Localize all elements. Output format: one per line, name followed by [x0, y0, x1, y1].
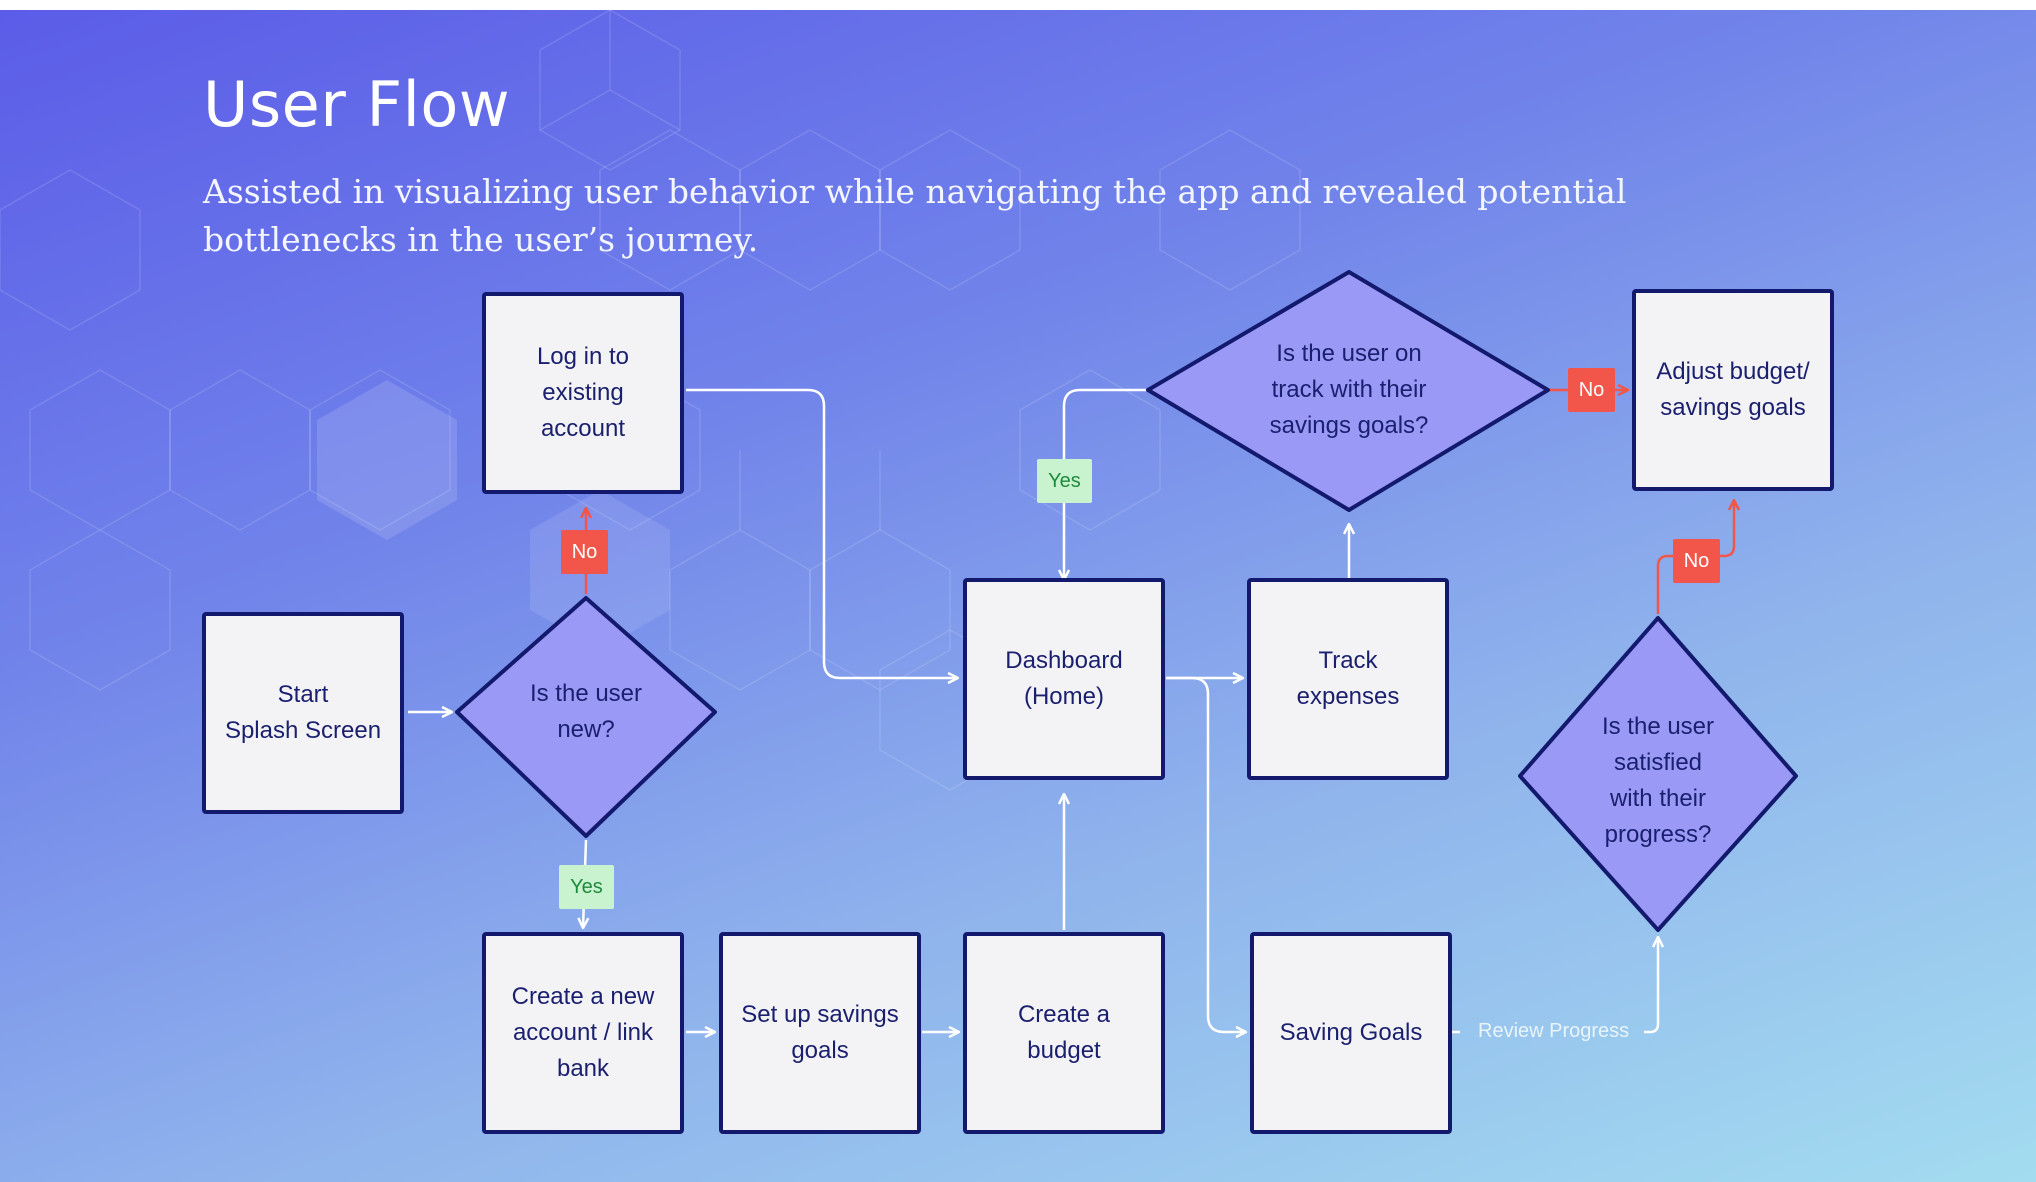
node-dashboard-label: Dashboard (Home) [1005, 647, 1123, 710]
flow-connectors [408, 270, 1798, 1182]
badge-no-adjust: No [1568, 368, 1615, 412]
node-start-splash-screen: Start Splash Screen [202, 612, 404, 814]
node-adjust-budget-label: Adjust budget/ savings goals [1656, 358, 1810, 421]
edge-login-to-dashboard [686, 388, 958, 678]
node-dashboard: Dashboard (Home) [963, 578, 1165, 780]
node-login-label: Log in to existing account [536, 343, 630, 442]
badge-yes-create-account: Yes [559, 865, 614, 909]
node-track-expenses-label: Track expenses [1296, 647, 1400, 710]
edge-on-track-yes-to-dashboard [1064, 388, 1146, 580]
node-start-label: Start Splash Screen [224, 681, 382, 744]
node-saving-goals: Saving Goals [1250, 932, 1452, 1134]
node-create-budget: Create a budget [963, 932, 1165, 1134]
decision-on-track-shape [1146, 270, 1550, 512]
edge-label-review-progress: Review Progress [1478, 1020, 1630, 1042]
edge-dashboard-to-saving-goals [1166, 676, 1246, 1032]
node-track-expenses: Track expenses [1247, 578, 1449, 780]
node-set-savings-goals-label: Set up savings goals [741, 1001, 899, 1064]
page-title: User Flow [203, 68, 511, 141]
node-create-budget-label: Create a budget [1017, 1001, 1111, 1064]
badge-no-login: No [561, 530, 608, 574]
node-login: Log in to existing account [482, 292, 684, 494]
node-create-account: Create a new account / link bank [482, 932, 684, 1134]
decision-is-new-label: Is the user new? [529, 680, 643, 743]
node-saving-goals-label: Saving Goals [1279, 1019, 1423, 1046]
edge-saving-goals-review-to-satisfied [1452, 937, 1658, 1034]
decision-is-new-shape [455, 596, 717, 838]
user-flow-canvas: User Flow Assisted in visualizing user b… [0, 10, 2036, 1182]
node-set-savings-goals: Set up savings goals [719, 932, 921, 1134]
decision-satisfied-label: Is the user satisfied with their progres… [1601, 713, 1715, 848]
badge-yes-dashboard: Yes [1037, 459, 1092, 503]
decision-satisfied-shape [1518, 616, 1798, 932]
decision-on-track-label: Is the user on track with their savings … [1269, 340, 1429, 439]
node-create-account-label: Create a new account / link bank [511, 983, 655, 1082]
badge-no-satisfied: No [1673, 539, 1720, 583]
node-adjust-budget: Adjust budget/ savings goals [1632, 289, 1834, 491]
page-subtitle: Assisted in visualizing user behavior wh… [203, 172, 1627, 259]
